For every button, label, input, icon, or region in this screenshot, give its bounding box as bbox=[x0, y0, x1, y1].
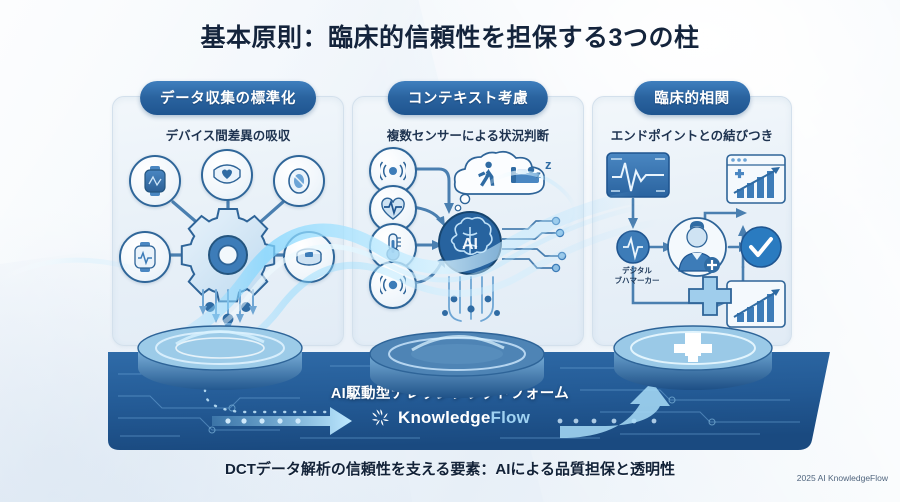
svg-text:z: z bbox=[545, 157, 552, 172]
pillar-badge-context: コンテキスト考慮 bbox=[387, 81, 549, 115]
smartwatch-activity-icon bbox=[129, 155, 181, 207]
pillar-illustration-clinical-correlation: デジタル ブハマーカー bbox=[593, 147, 791, 345]
chest-strap-heart-icon bbox=[201, 149, 253, 201]
copyright-text: 2025 AI KnowledgeFlow bbox=[796, 473, 888, 483]
digital-biomarker-label-line2: ブハマーカー bbox=[614, 276, 660, 285]
fitness-band-icon bbox=[283, 231, 335, 283]
brand-primary: Knowledge bbox=[398, 407, 491, 427]
footer-caption: DCTデータ解析の信頼性を支える要素：AIによる品質担保と透明性 bbox=[225, 461, 675, 478]
smart-ring-icon bbox=[273, 155, 325, 207]
knowledgeflow-swirl-icon bbox=[372, 409, 389, 426]
pillar-illustration-context: AI bbox=[353, 147, 583, 345]
signal-sensor-icon bbox=[369, 261, 417, 309]
brand-lockup: KnowledgeFlow bbox=[0, 407, 900, 428]
pillar-card-clinical-correlation: 臨床的相関 エンドポイントとの結びつき bbox=[592, 81, 792, 346]
digital-biomarker-label-line1: デジタル bbox=[622, 266, 652, 275]
pillar-card-standardization: データ収集の標準化 デバイス間差異の吸収 bbox=[112, 81, 344, 346]
page-title: 基本原則：臨床的信頼性を担保する3つの柱 bbox=[200, 24, 700, 52]
disc-standardization bbox=[137, 325, 303, 390]
pillar-badge-standardization: データ収集の標準化 bbox=[140, 81, 316, 115]
smartwatch-pulse-icon bbox=[119, 231, 171, 283]
svg-text:AI: AI bbox=[462, 236, 478, 253]
disc-context bbox=[369, 331, 545, 398]
disc-clinical bbox=[613, 325, 773, 390]
pillar-subtitle-standardization: デバイス間差異の吸収 bbox=[165, 129, 291, 143]
pillar-badge-clinical-correlation: 臨床的相関 bbox=[634, 81, 750, 115]
medical-cross-icon bbox=[674, 333, 712, 362]
pillar-subtitle-clinical-correlation: エンドポイントとの結びつき bbox=[610, 129, 774, 143]
pillar-illustration-standardization bbox=[113, 147, 343, 345]
pillar-card-context: コンテキスト考慮 複数センサーによる状況判断 bbox=[352, 81, 584, 346]
brand-text: KnowledgeFlow bbox=[398, 408, 530, 428]
svg-text:z: z bbox=[536, 170, 541, 181]
brand-secondary: Flow bbox=[490, 407, 530, 427]
pillar-subtitle-context: 複数センサーによる状況判断 bbox=[386, 129, 550, 143]
